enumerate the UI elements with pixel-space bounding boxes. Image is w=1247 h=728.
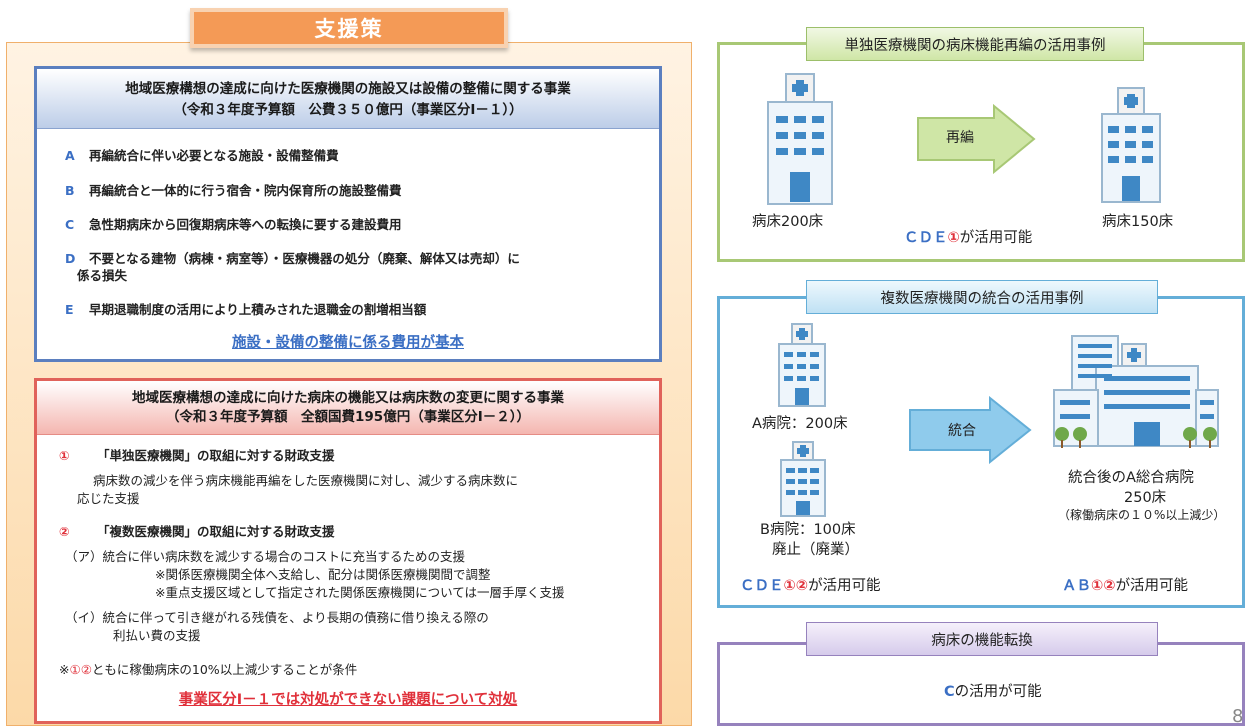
merged-hospital-note: （稼働病床の１０%以上減少） [1058, 508, 1226, 522]
case2-usable-left: ＣＤＥ①②が活用可能 [740, 578, 881, 594]
merger-case-title: 複数医療機関の統合の活用事例 [806, 280, 1158, 314]
item-letter: A [65, 148, 75, 163]
list-item: D 不要となる建物（病棟・病室等）・医療機器の処分（廃棄、解体又は売却）に [65, 248, 520, 267]
hospital-icon [1101, 87, 1161, 203]
hospital-a-icon [778, 323, 826, 407]
support-a-note2: ※重点支援区域として指定された関係医療機関については一層手厚く支援 [155, 585, 565, 600]
bed-heading-line1: 地域医療構想の達成に向けた病床の機能又は病床数の変更に関する事業 [132, 390, 564, 406]
bed-heading-line2: （令和３年度予算額 全額国費195億円（事業区分Ⅰ－２）） [166, 409, 530, 425]
item-text: 係る損失 [77, 268, 128, 283]
item-text: 早期退職制度の活用により上積みされた退職金の割増相当額 [89, 302, 427, 317]
arrow-right-icon [917, 104, 1036, 174]
beds-before: 病床200床 [752, 214, 824, 230]
hospital-a-label: A病院：200床 [752, 416, 848, 432]
bed-project-heading: 地域医療構想の達成に向けた病床の機能又は病床数の変更に関する事業 （令和３年度予… [37, 381, 659, 435]
hospital-b-icon [780, 441, 826, 517]
single-institution-title: ①「単独医療機関」の取組に対する財政支援 [59, 448, 335, 463]
arrow-right-icon [909, 396, 1032, 464]
merged-hospital-beds: 250床 [1124, 490, 1167, 506]
support-i-cont: 利払い費の支援 [113, 628, 201, 643]
support-a: （ア）統合に伴い病床数を減少する場合のコストに充当するための支援 [65, 549, 466, 564]
facility-heading-line2: （令和３年度予算額 公費３５０億円（事業区分Ⅰ－１）） [173, 102, 523, 118]
support-i: （イ）統合に伴って引き継がれる残債を、より長期の債務に借り換える際の [65, 610, 489, 625]
beds-after: 病床150床 [1102, 214, 1174, 230]
support-a-note1: ※関係医療機関全体へ支給し、配分は関係医療機関間で調整 [155, 567, 491, 582]
item-text: 不要となる建物（病棟・病室等）・医療機器の処分（廃棄、解体又は売却）に [89, 251, 520, 266]
item-letter: E [65, 302, 74, 317]
page-title: 支援策 [190, 8, 508, 48]
facility-project-box: 地域医療構想の達成に向けた医療機関の施設又は設備の整備に関する事業 （令和３年度… [34, 66, 662, 362]
function-conversion-box [717, 642, 1245, 726]
page-number: 8 [1232, 706, 1244, 727]
hospital-b-note: 廃止（廃業） [772, 542, 859, 558]
merged-hospital-icon [1053, 335, 1219, 448]
function-conversion-text: Cの活用が可能 [944, 684, 1042, 700]
single-institution-desc: 病床数の減少を伴う病床機能再編をした医療機関に対し、減少する病床数に [93, 473, 519, 488]
item-text: 急性期病床から回復期病床等への転換に要する建設費用 [89, 217, 402, 232]
case1-usable: ＣＤＥ①が活用可能 [904, 230, 1033, 246]
function-conversion-title: 病床の機能転換 [806, 622, 1158, 656]
merged-hospital-name: 統合後のA総合病院 [1068, 470, 1194, 486]
item-text: 再編統合と一体的に行う宿舎・院内保育所の施設整備費 [89, 183, 402, 198]
reorg-arrow-label: 再編 [946, 130, 974, 146]
single-institution-desc-cont: 応じた支援 [77, 491, 140, 506]
hospital-icon [767, 73, 833, 205]
condition-note: ※①②ともに稼働病床の10%以上減少することが条件 [59, 662, 358, 677]
list-item: C 急性期病床から回復期病床等への転換に要する建設費用 [65, 214, 402, 233]
item-text: 再編統合に伴い必要となる施設・設備整備費 [89, 148, 339, 163]
bed-project-box: 地域医療構想の達成に向けた病床の機能又は病床数の変更に関する事業 （令和３年度予… [34, 378, 662, 724]
circled-number: ① [59, 448, 70, 463]
circled-number: ② [59, 524, 70, 539]
single-reorg-case-title: 単独医療機関の病床機能再編の活用事例 [806, 27, 1144, 61]
merger-arrow-label: 統合 [948, 423, 976, 439]
bed-summary: 事業区分Ⅰ－１では対処ができない課題について対処 [178, 692, 518, 708]
facility-project-heading: 地域医療構想の達成に向けた医療機関の施設又は設備の整備に関する事業 （令和３年度… [37, 69, 659, 129]
list-item: E 早期退職制度の活用により上積みされた退職金の割増相当額 [65, 299, 426, 318]
case2-usable-right: ＡＢ①②が活用可能 [1062, 578, 1189, 594]
hospital-b-label: B病院：100床 [760, 522, 856, 538]
item-letter: B [65, 183, 75, 198]
item-letter: D [65, 251, 76, 266]
multi-institution-title: ②「複数医療機関」の取組に対する財政支援 [59, 524, 335, 539]
facility-heading-line1: 地域医療構想の達成に向けた医療機関の施設又は設備の整備に関する事業 [125, 81, 571, 97]
list-item-continuation: 係る損失 [77, 265, 127, 284]
facility-summary: 施設・設備の整備に係る費用が基本 [232, 335, 464, 351]
list-item: B 再編統合と一体的に行う宿舎・院内保育所の施設整備費 [65, 180, 402, 199]
item-letter: C [65, 217, 75, 232]
list-item: A 再編統合に伴い必要となる施設・設備整備費 [65, 145, 339, 164]
